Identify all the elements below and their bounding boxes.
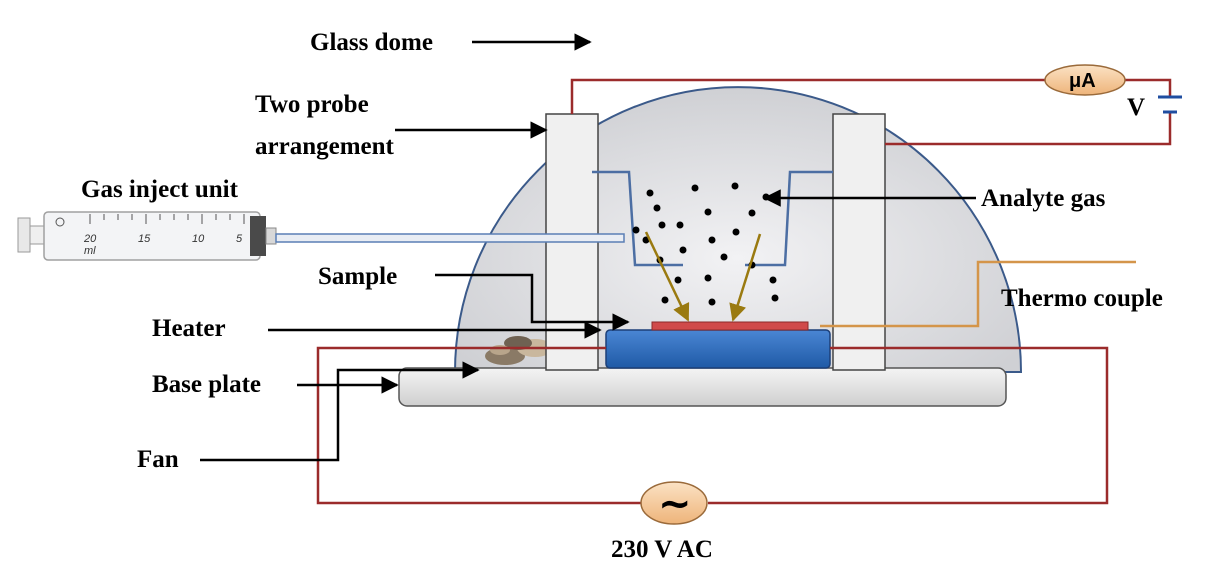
label-ac-supply: 230 V AC	[611, 536, 713, 563]
label-two-probe-line2: arrangement	[255, 133, 395, 160]
ammeter	[1044, 64, 1126, 96]
syringe-scale-20: 20	[83, 233, 97, 245]
gas-inject-needle	[275, 233, 625, 243]
sample-film	[651, 321, 809, 331]
label-two-probe-line1: Two probe	[255, 91, 369, 118]
pointer-fan	[200, 361, 480, 462]
ac-source	[640, 481, 708, 525]
label-base-plate: Base plate	[152, 371, 261, 398]
label-thermo-couple: Thermo couple	[1001, 285, 1163, 312]
analyte-gas-molecules	[632, 182, 779, 306]
heater-circuit-wire	[316, 346, 1109, 505]
probe-right	[832, 113, 886, 371]
gas-flow-arrow-right	[729, 233, 762, 322]
battery-symbol	[1158, 95, 1182, 114]
syringe-scale-10: 10	[192, 233, 205, 245]
label-glass-dome: Glass dome	[310, 29, 433, 56]
thermo-couple-wire	[820, 260, 1136, 328]
syringe-scale-unit: ml	[84, 245, 96, 257]
label-sample: Sample	[318, 263, 397, 290]
gas-funnel-right	[745, 170, 833, 267]
label-fan: Fan	[137, 446, 179, 473]
gas-flow-arrow-left	[644, 231, 690, 322]
syringe-scale-15: 15	[138, 233, 151, 245]
base-plate	[398, 367, 1007, 407]
syringe-scale-5: 5	[236, 233, 243, 245]
ac-symbol: ~	[658, 481, 692, 527]
label-gas-inject-unit: Gas inject unit	[81, 176, 239, 203]
syringe: 5 10 15 20 ml	[17, 211, 277, 261]
heater	[605, 329, 831, 369]
label-heater: Heater	[152, 315, 226, 342]
label-analyte-gas: Analyte gas	[981, 185, 1106, 212]
pointer-sample	[435, 273, 630, 331]
gas-funnel	[592, 170, 683, 267]
voltage-label: V	[1127, 94, 1145, 121]
ammeter-label: μA	[1069, 70, 1096, 92]
probe-circuit-wire	[570, 78, 1172, 146]
